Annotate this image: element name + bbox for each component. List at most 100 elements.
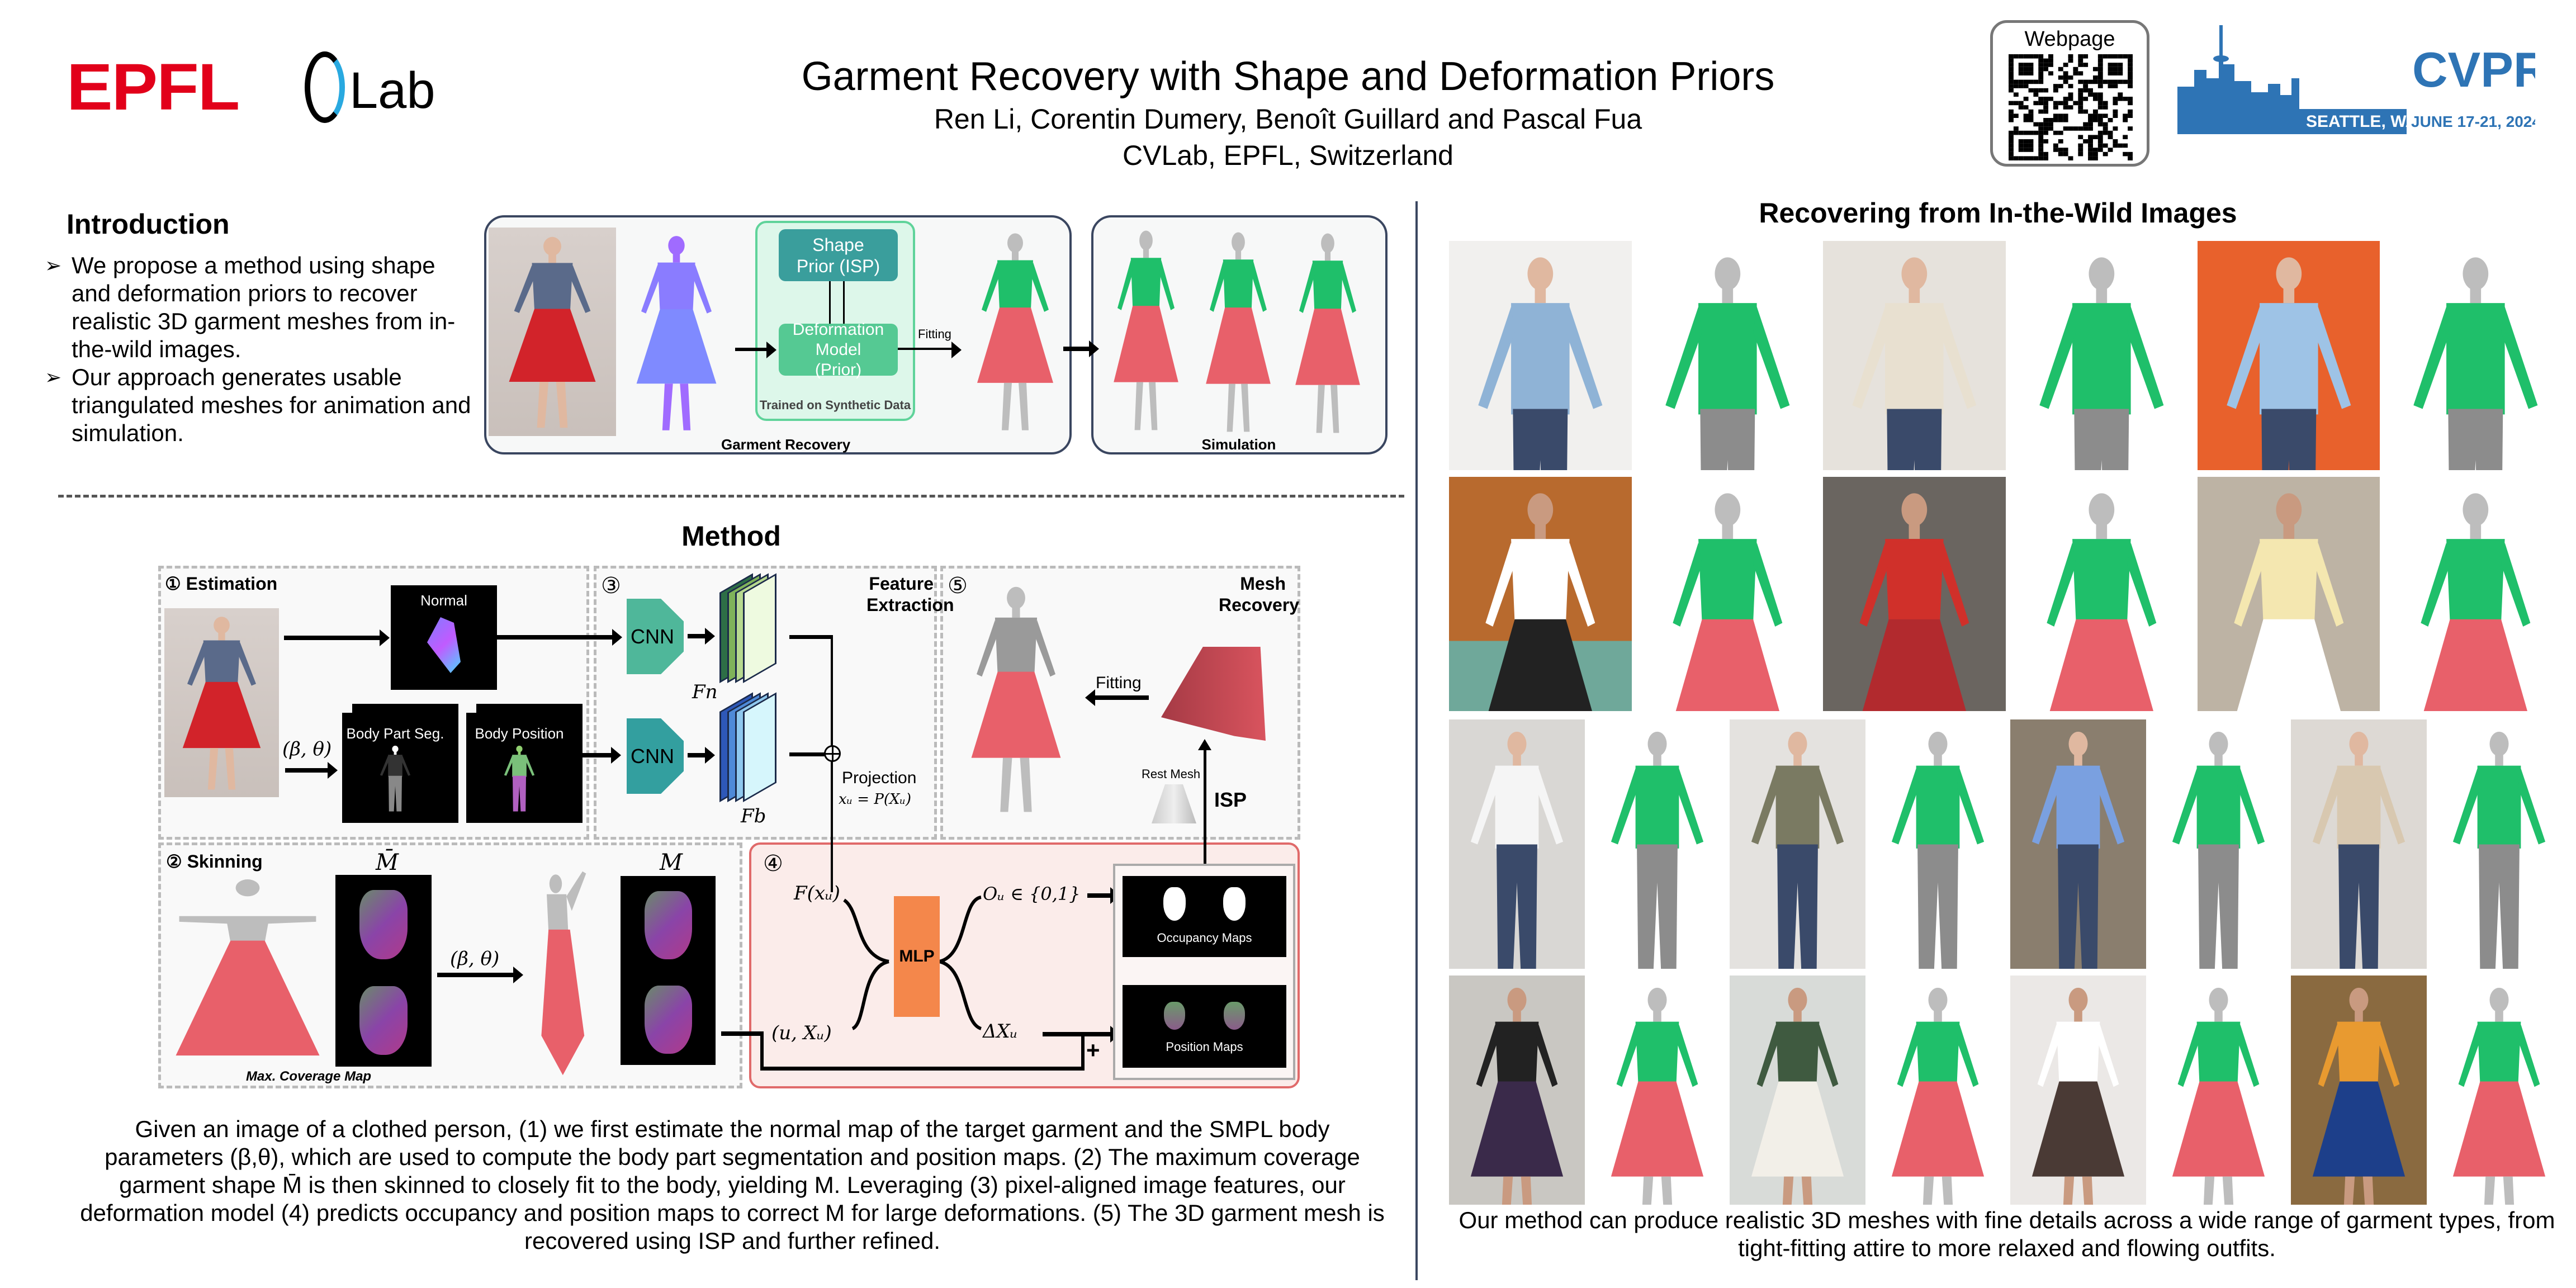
arrow-icon	[735, 342, 776, 358]
result-mesh	[1636, 241, 1819, 470]
arrow-icon	[437, 967, 523, 983]
deformation-model-label: Deformation Model (Prior)	[792, 320, 884, 379]
occupancy-output-label: Oᵤ ∈ {0,1}	[983, 883, 1081, 905]
qr-code-icon	[2009, 54, 2133, 160]
plus-label: +	[1086, 1037, 1100, 1063]
result-mesh	[2431, 976, 2567, 1205]
occupancy-maps: Occupancy Maps	[1123, 876, 1286, 957]
skinning-beta-theta-label: (β, θ)	[450, 948, 500, 970]
normal-label: Normal	[420, 592, 467, 609]
simulation-frame	[1280, 224, 1375, 442]
projection-label: Projection	[842, 769, 917, 787]
fitting-arrow-icon	[898, 342, 962, 358]
input-photo	[489, 228, 616, 436]
feature-extraction-label-1: Feature	[869, 574, 934, 594]
concat-plus-icon	[824, 745, 841, 762]
position-map-front	[1164, 1002, 1186, 1030]
coverage-map-shape	[644, 986, 692, 1054]
fb-label: Fb	[741, 805, 766, 827]
recovered-mesh-figure	[950, 576, 1082, 822]
deform-step-number: ④	[763, 851, 783, 876]
method-heading: Method	[681, 520, 781, 552]
result-mesh	[2151, 976, 2286, 1205]
beta-theta-label: (β, θ)	[282, 738, 332, 760]
trained-on-synthetic-label: Trained on Synthetic Data	[759, 398, 911, 412]
occupancy-mask-front	[1163, 887, 1186, 921]
prior-link-arrow	[829, 281, 831, 324]
cnn-label: CNN	[631, 624, 674, 648]
mesh-recovery-label-2: Recovery	[1219, 595, 1300, 615]
mesh-step-number: ⑤	[948, 574, 968, 598]
cvpr-logo: CVPR SEATTLE, WA JUNE 17-21, 2024	[2177, 25, 2549, 134]
tpose-garment-figure	[162, 877, 333, 1065]
connector-line	[1081, 1033, 1085, 1071]
body-position-map: Body Position	[466, 713, 572, 823]
deformation-model-box: Deformation Model (Prior)	[779, 320, 898, 379]
coverage-map-shape	[359, 890, 408, 959]
coverage-map-shape	[644, 891, 692, 959]
connector-line	[721, 1031, 763, 1036]
fitting-label: Fitting	[918, 327, 951, 341]
arrow-icon	[1087, 887, 1120, 904]
results-heading: Recovering from In-the-Wild Images	[1759, 197, 2237, 229]
result-photo	[1449, 719, 1585, 969]
body-part-seg-label: Body Part Seg.	[346, 725, 444, 742]
result-mesh	[2384, 477, 2567, 711]
feature-map-layer	[743, 573, 776, 683]
prior-link-arrow	[843, 281, 845, 324]
result-photo	[1730, 976, 1865, 1205]
intro-bullet: Our approach generates usable triangulat…	[45, 363, 481, 447]
intro-bullet: We propose a method using shape and defo…	[45, 252, 481, 363]
results-caption: Our method can produce realistic 3D mesh…	[1459, 1207, 2555, 1261]
mesh-recovery-label-1: Mesh	[1240, 574, 1286, 594]
result-mesh	[1870, 719, 2006, 969]
poster-title: Garment Recovery with Shape and Deformat…	[801, 54, 1775, 99]
simulation-label: Simulation	[1201, 436, 1276, 453]
webpage-qr-code[interactable]: Webpage	[1990, 20, 2149, 167]
normal-feature-maps	[719, 573, 785, 683]
position-maps: Position Maps	[1123, 985, 1286, 1068]
mlp-label: MLP	[899, 947, 935, 965]
result-mesh	[1636, 477, 1819, 711]
position-maps-label: Position Maps	[1166, 1040, 1243, 1054]
estimation-label: ① Estimation	[165, 574, 278, 594]
result-mesh	[2151, 719, 2286, 969]
body-position-label: Body Position	[475, 725, 564, 742]
cvlab-logo-text: Lab	[349, 62, 435, 119]
normal-map-figure	[618, 226, 735, 439]
garment-recovery-label: Garment Recovery	[721, 436, 851, 453]
result-mesh	[1870, 976, 2006, 1205]
arrow-icon	[497, 629, 622, 646]
feature-step-number: ③	[601, 574, 621, 598]
connector-line	[831, 635, 833, 892]
shape-prior-box: Shape Prior (ISP)	[779, 229, 898, 281]
result-photo	[2291, 976, 2427, 1205]
result-mesh	[1589, 976, 1725, 1205]
method-caption: Given an image of a clothed person, (1) …	[80, 1116, 1385, 1254]
result-photo	[1730, 719, 1865, 969]
cvpr-dates: JUNE 17-21, 2024	[2411, 113, 2535, 130]
fitting-arrow-icon	[1085, 689, 1149, 706]
skinning-label: ② Skinning	[166, 851, 263, 872]
arrow-icon	[285, 762, 338, 779]
result-photo	[1449, 976, 1585, 1205]
mesh-fitting-label: Fitting	[1096, 674, 1142, 692]
cnn-label: CNN	[631, 744, 674, 768]
result-photo	[2291, 719, 2427, 969]
result-mesh	[2010, 241, 2193, 470]
recovered-garment-figure	[959, 224, 1071, 439]
feature-extraction-label-2: Extraction	[866, 595, 954, 615]
result-mesh	[2431, 719, 2567, 969]
result-photo	[1823, 477, 2006, 711]
rest-mesh-label: Rest Mesh	[1142, 767, 1201, 781]
results-row	[1449, 976, 2567, 1205]
isp-label: ISP	[1214, 788, 1247, 811]
m-bar-label: M̄	[376, 850, 399, 875]
fn-label: Fn	[692, 681, 718, 703]
isp-arrow-icon	[1198, 739, 1211, 864]
result-photo	[2197, 241, 2380, 470]
projection-formula: xᵤ = P(Xᵤ)	[839, 791, 912, 808]
result-mesh	[1589, 719, 1725, 969]
simulation-frame	[1098, 221, 1194, 439]
input-photo	[164, 608, 279, 797]
